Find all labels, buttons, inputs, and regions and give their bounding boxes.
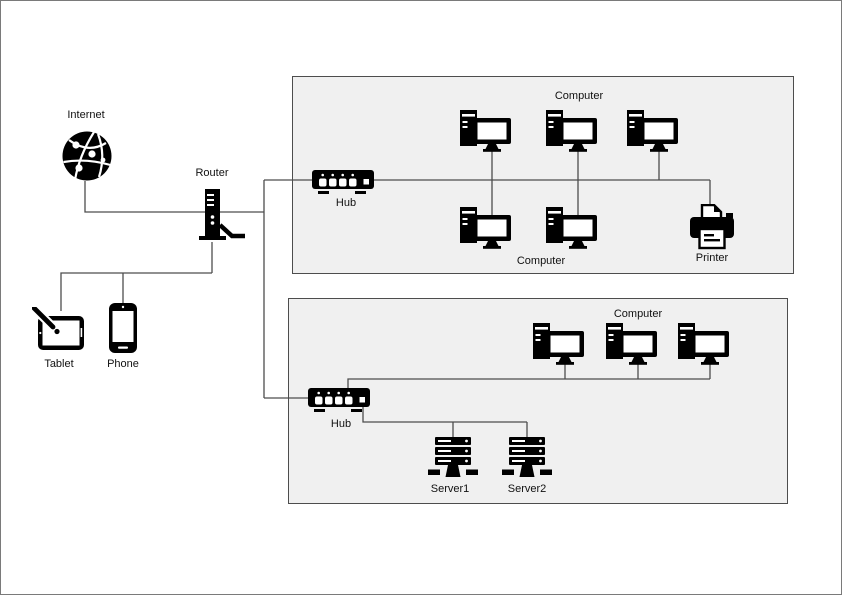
tablet-node: [32, 307, 88, 353]
lan1-computer-group-label-top: Computer: [554, 90, 604, 102]
lan1-computer-group-label-bottom: Computer: [516, 255, 566, 267]
phone-node: [105, 301, 141, 355]
router-label: Router: [195, 167, 229, 179]
computer-icon: [458, 108, 512, 152]
computer-node: [531, 321, 585, 365]
computer-icon: [458, 205, 512, 249]
server2-label: Server2: [507, 483, 547, 495]
internet-label: Internet: [67, 109, 105, 121]
printer-node: [687, 204, 737, 250]
wire-lan2-computer-bus: [347, 378, 710, 390]
server-icon: [501, 436, 553, 480]
hub-icon: [311, 167, 375, 197]
router-node: [187, 187, 247, 243]
tablet-label: Tablet: [44, 358, 74, 370]
internet-node: [62, 129, 112, 181]
printer-label: Printer: [695, 252, 729, 264]
computer-icon: [544, 205, 598, 249]
computer-node: [676, 321, 730, 365]
computer-node: [544, 108, 598, 152]
server1-label: Server1: [430, 483, 470, 495]
computer-icon: [604, 321, 658, 365]
hub-icon: [307, 385, 371, 415]
computer-node: [604, 321, 658, 365]
phone-label: Phone: [107, 358, 139, 370]
server1-node: [427, 436, 479, 480]
computer-icon: [676, 321, 730, 365]
phone-icon: [109, 303, 137, 353]
computer-icon: [544, 108, 598, 152]
wire-tablet-branch: [60, 272, 212, 311]
lan2-hub-node: [307, 385, 371, 415]
server2-node: [501, 436, 553, 480]
computer-node: [458, 205, 512, 249]
computer-node: [625, 108, 679, 152]
lan1-hub-label: Hub: [335, 197, 357, 209]
internet-globe-icon: [62, 131, 112, 181]
router-icon: [199, 189, 245, 240]
wire-internet-router: [84, 181, 264, 213]
server-icon: [427, 436, 479, 480]
tablet-icon: [32, 307, 84, 350]
computer-icon: [625, 108, 679, 152]
computer-node: [544, 205, 598, 249]
printer-icon: [687, 204, 737, 250]
computer-icon: [531, 321, 585, 365]
lan2-computer-group-label: Computer: [613, 308, 663, 320]
wire-server-bus: [362, 407, 527, 423]
lan2-hub-label: Hub: [330, 418, 352, 430]
computer-node: [458, 108, 512, 152]
lan1-hub-node: [311, 167, 375, 197]
